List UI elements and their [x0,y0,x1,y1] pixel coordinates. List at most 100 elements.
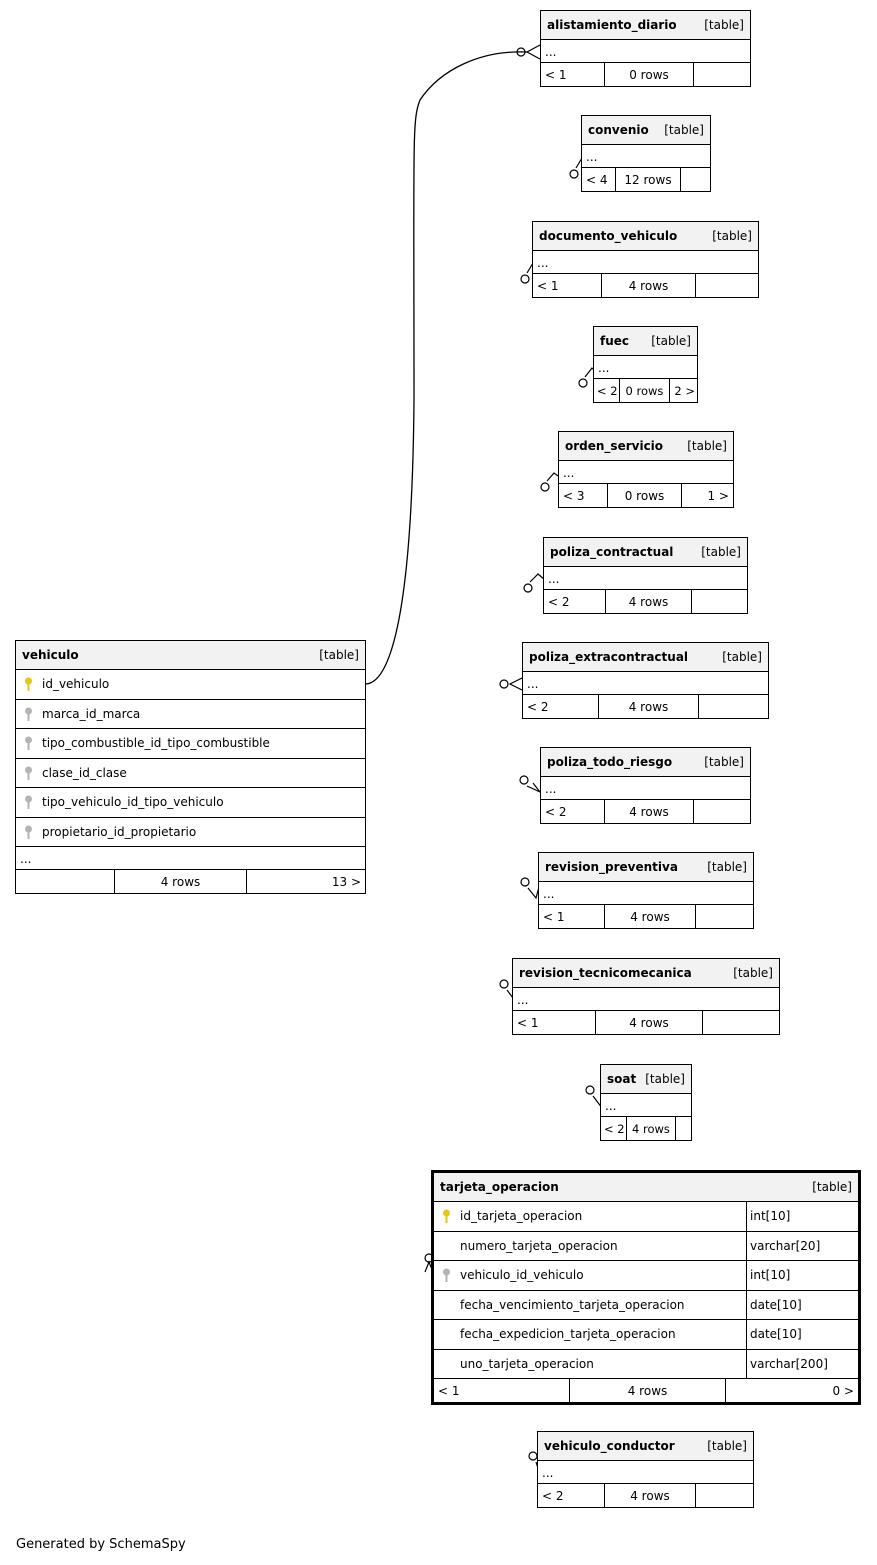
rows-count: 4 rows [598,695,699,718]
foreign-key-icon [25,707,32,721]
column-row: vehiculo_id_vehiculo int[10] [434,1261,858,1291]
table-vehiculo[interactable]: vehiculo [table] id_vehiculo marca_id_ma… [15,640,366,894]
table-name: soat [607,1072,637,1086]
table-name: alistamiento_diario [547,18,677,32]
table-name: revision_tecnicomecanica [519,966,692,980]
table-name: convenio [588,123,649,137]
table-tag: [table] [687,439,727,453]
table-tag: [table] [319,648,359,662]
column-type: int[10] [746,1261,858,1290]
column-name: marca_id_marca [42,706,141,721]
table-name: vehiculo [22,648,79,662]
children-count [676,1117,691,1140]
rows-count: 4 rows [604,905,696,928]
more-columns: ... [594,356,697,379]
column-name: fecha_expedicion_tarjeta_operacion [460,1327,676,1342]
children-count [681,168,710,191]
column-row: id_vehiculo [16,670,365,700]
generated-by-footer: Generated by SchemaSpy [16,1537,186,1552]
parents-count: < 1 [545,67,567,82]
table-name: poliza_todo_riesgo [547,755,673,769]
column-row: marca_id_marca [16,700,365,729]
table-footer: < 1 0 rows [541,63,750,86]
table-poliza-todo-riesgo[interactable]: poliza_todo_riesgo [table] ... < 2 4 rows [540,747,751,824]
parents-count: < 3 [563,488,585,503]
rows-count: 4 rows [604,1484,696,1507]
more-columns: ... [523,672,768,695]
parents-count [16,870,114,893]
parents-count: < 1 [438,1383,460,1398]
parents-count: < 2 [545,804,567,819]
parents-count: < 1 [537,278,559,293]
rows-count: 4 rows [604,800,694,823]
foreign-key-icon [25,736,32,750]
column-row: fecha_vencimiento_tarjeta_operacion date… [434,1290,858,1320]
table-tag: [table] [645,1072,685,1086]
primary-key-icon [25,677,32,691]
rows-count: 4 rows [605,590,692,613]
column-name: id_tarjeta_operacion [460,1209,583,1224]
children-count: 2 > [674,383,695,398]
column-name: tipo_vehiculo_id_tipo_vehiculo [42,795,224,810]
column-name: tipo_combustible_id_tipo_combustible [42,736,270,751]
column-type: varchar[200] [746,1349,858,1378]
rows-count: 0 rows [607,484,682,507]
primary-key-icon [443,1209,450,1223]
relationship-line-alistamiento-diario [364,51,528,685]
table-tag: [table] [707,860,747,874]
column-row: uno_tarjeta_operacion varchar[200] [434,1349,858,1379]
table-tag: [table] [704,18,744,32]
column-type: int[10] [746,1202,858,1231]
more-columns: ... [544,567,747,590]
column-type: varchar[20] [746,1231,858,1260]
column-type: date[10] [746,1320,858,1349]
more-columns: ... [541,777,750,800]
more-columns: ... [539,882,753,905]
table-name: fuec [600,334,630,348]
children-count [694,63,750,86]
rows-count: 0 rows [604,63,694,86]
parents-count: < 2 [548,594,570,609]
children-count [703,1011,779,1034]
children-count [694,800,750,823]
column-name: vehiculo_id_vehiculo [460,1268,584,1283]
table-tarjeta-operacion[interactable]: tarjeta_operacion[table] id_tarjeta_oper… [431,1170,861,1405]
foreign-key-icon [25,795,32,809]
table-tag: [table] [664,123,704,137]
more-columns: ... [582,145,710,168]
table-footer: < 2 4 rows [544,590,747,613]
table-name: vehiculo_conductor [544,1439,675,1453]
children-count: 13 > [331,874,361,889]
more-columns: ... [538,1461,753,1484]
children-count: 0 > [832,1383,854,1398]
rows-count: 4 rows [601,274,696,297]
children-count: 1 > [707,488,729,503]
table-tag: [table] [704,755,744,769]
children-count [699,695,768,718]
rows-count: 4 rows [626,1117,676,1140]
column-type: date[10] [746,1290,858,1319]
parents-count: < 2 [597,383,618,398]
table-tag: [table] [712,229,752,243]
table-name: tarjeta_operacion [440,1180,559,1194]
foreign-key-icon [443,1268,450,1282]
more-columns: ... [513,988,779,1011]
